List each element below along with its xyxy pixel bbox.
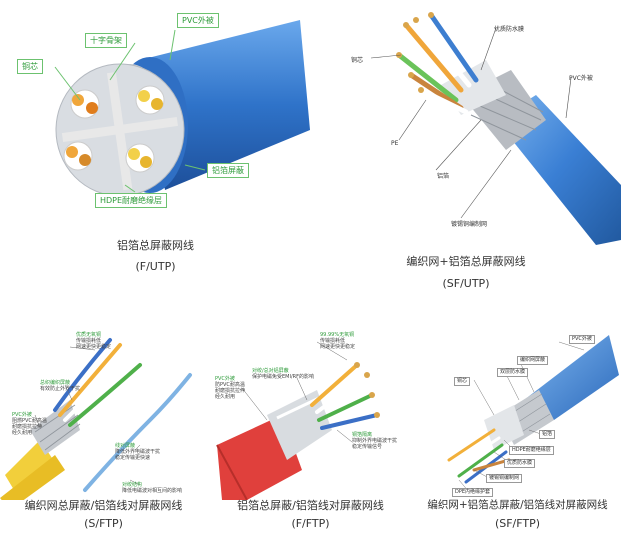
panel-sftp: 优质无氧铜 传输损耗低 网速更快更稳定 总织编织屏蔽 有效防止外界干扰 PVC外… — [0, 320, 207, 537]
futp-code: (F/UTP) — [135, 260, 176, 273]
label-futp-copper: 铜芯 — [17, 59, 43, 74]
sfftp-title: 编织网+铝箔总屏蔽/铝箔线对屏蔽网线 — [427, 499, 608, 511]
panel-sfutp: 铜芯 优质防水膜 PVC外被 PE 铝箔 镀锡铜编制网 编织网+铝箔总屏蔽网线 … — [311, 0, 621, 300]
panel-fftp: 99.99%无氧铜 传输损耗低 网速更快更稳定 对绞/总对铝屏蔽 保护电磁免受E… — [207, 320, 414, 537]
label-sfutp-copper: 铜芯 — [351, 57, 364, 64]
label-sftp-copper: 优质无氧铜 传输损耗低 网速更快更稳定 — [76, 332, 112, 350]
panel-sfftp: PVC外被 编织网屏蔽 双层防水膜 铜芯 铝箔 HDPE耐磨绝缘层 优质防水膜 … — [414, 320, 621, 537]
label-fftp-sep: 铜箔隔离 抑制外界电磁波干扰 稳定传输信号 — [352, 432, 398, 450]
label-sfutp-foil: 铝箔 — [437, 173, 450, 180]
label-fftp-copper: 99.99%无氧铜 传输损耗低 网速更快更稳定 — [320, 332, 356, 350]
label-sftp-twist: 对绞结构 降低电磁波对相互间的影响 — [122, 482, 183, 494]
label-sfftp-core: DPE内绝缘护套 — [452, 488, 494, 497]
sftp-title: 编织网总屏蔽/铝箔线对屏蔽网线 — [24, 499, 183, 512]
sfutp-title: 编织网+铝箔总屏蔽网线 — [406, 255, 526, 268]
label-futp-cross: 十字骨架 — [85, 33, 127, 48]
fftp-cable-illustration — [216, 341, 380, 500]
label-sfftp-sep: 优质防水膜 — [504, 459, 536, 468]
label-sfftp-braid: 编织网屏蔽 — [517, 356, 549, 365]
label-sfutp-waterproof: 优质防水膜 — [494, 26, 525, 33]
wire-pair-top-right — [135, 85, 165, 115]
label-sfftp-shield: 双层防水膜 — [497, 368, 529, 377]
label-sfftp-drain: 镀锡铜编制网 — [486, 474, 523, 483]
sfftp-cable-illustration — [447, 335, 619, 493]
label-sfftp-pe: HDPE耐磨绝缘层 — [509, 446, 554, 455]
label-sfftp-foil: 铝箔 — [539, 430, 556, 439]
sftp-code: (S/FTP) — [84, 517, 123, 530]
sfftp-code: (SF/FTP) — [494, 517, 541, 530]
sftp-cable-illustration — [0, 338, 197, 500]
futp-cable-illustration — [54, 20, 310, 197]
fftp-title: 铝箔总屏蔽/铝箔线对屏蔽网线 — [237, 499, 384, 512]
label-sftp-braid: 总织编织屏蔽 有效防止外界干扰 — [40, 380, 81, 392]
label-sftp-pvc: PVC外被 阻燃PVC耐高温 耐磨损抗拉伸 经久耐用 — [12, 412, 47, 436]
futp-title: 铝箔总屏蔽网线 — [117, 239, 194, 252]
label-fftp-pvc: PVC外被 防PVC耐高温 耐磨损抗拉伸 经久耐用 — [215, 376, 246, 400]
sfutp-cable-illustration — [370, 12, 621, 245]
label-futp-pvc: PVC外被 — [177, 13, 219, 28]
label-sfutp-braid: 镀锡铜编制网 — [451, 221, 488, 228]
label-sfutp-pvc: PVC外被 — [569, 75, 593, 82]
sfutp-code: (SF/UTP) — [442, 277, 490, 290]
wire-pair-bottom-right — [125, 143, 155, 173]
label-fftp-pair: 对绞/总对铝屏蔽 保护电磁免受EMI/RF的影响 — [252, 368, 314, 380]
label-sfftp-copper: 铜芯 — [454, 377, 471, 386]
label-sfutp-pe: PE — [391, 140, 399, 147]
label-futp-foil: 铝箔屏蔽 — [207, 163, 249, 178]
fftp-code: (F/FTP) — [291, 517, 330, 530]
wire-pair-bottom-left — [63, 141, 93, 171]
panel-futp: PVC外被 十字骨架 铜芯 铝箔屏蔽 HDPE耐磨绝缘层 铝箔总屏蔽网线 (F/… — [0, 0, 311, 300]
label-sftp-pair: 线对屏蔽 降低外界电磁波干扰 稳定传输更快速 — [115, 443, 161, 461]
label-sfftp-pvc: PVC外被 — [569, 335, 595, 344]
label-futp-hdpe: HDPE耐磨绝缘层 — [95, 193, 168, 208]
